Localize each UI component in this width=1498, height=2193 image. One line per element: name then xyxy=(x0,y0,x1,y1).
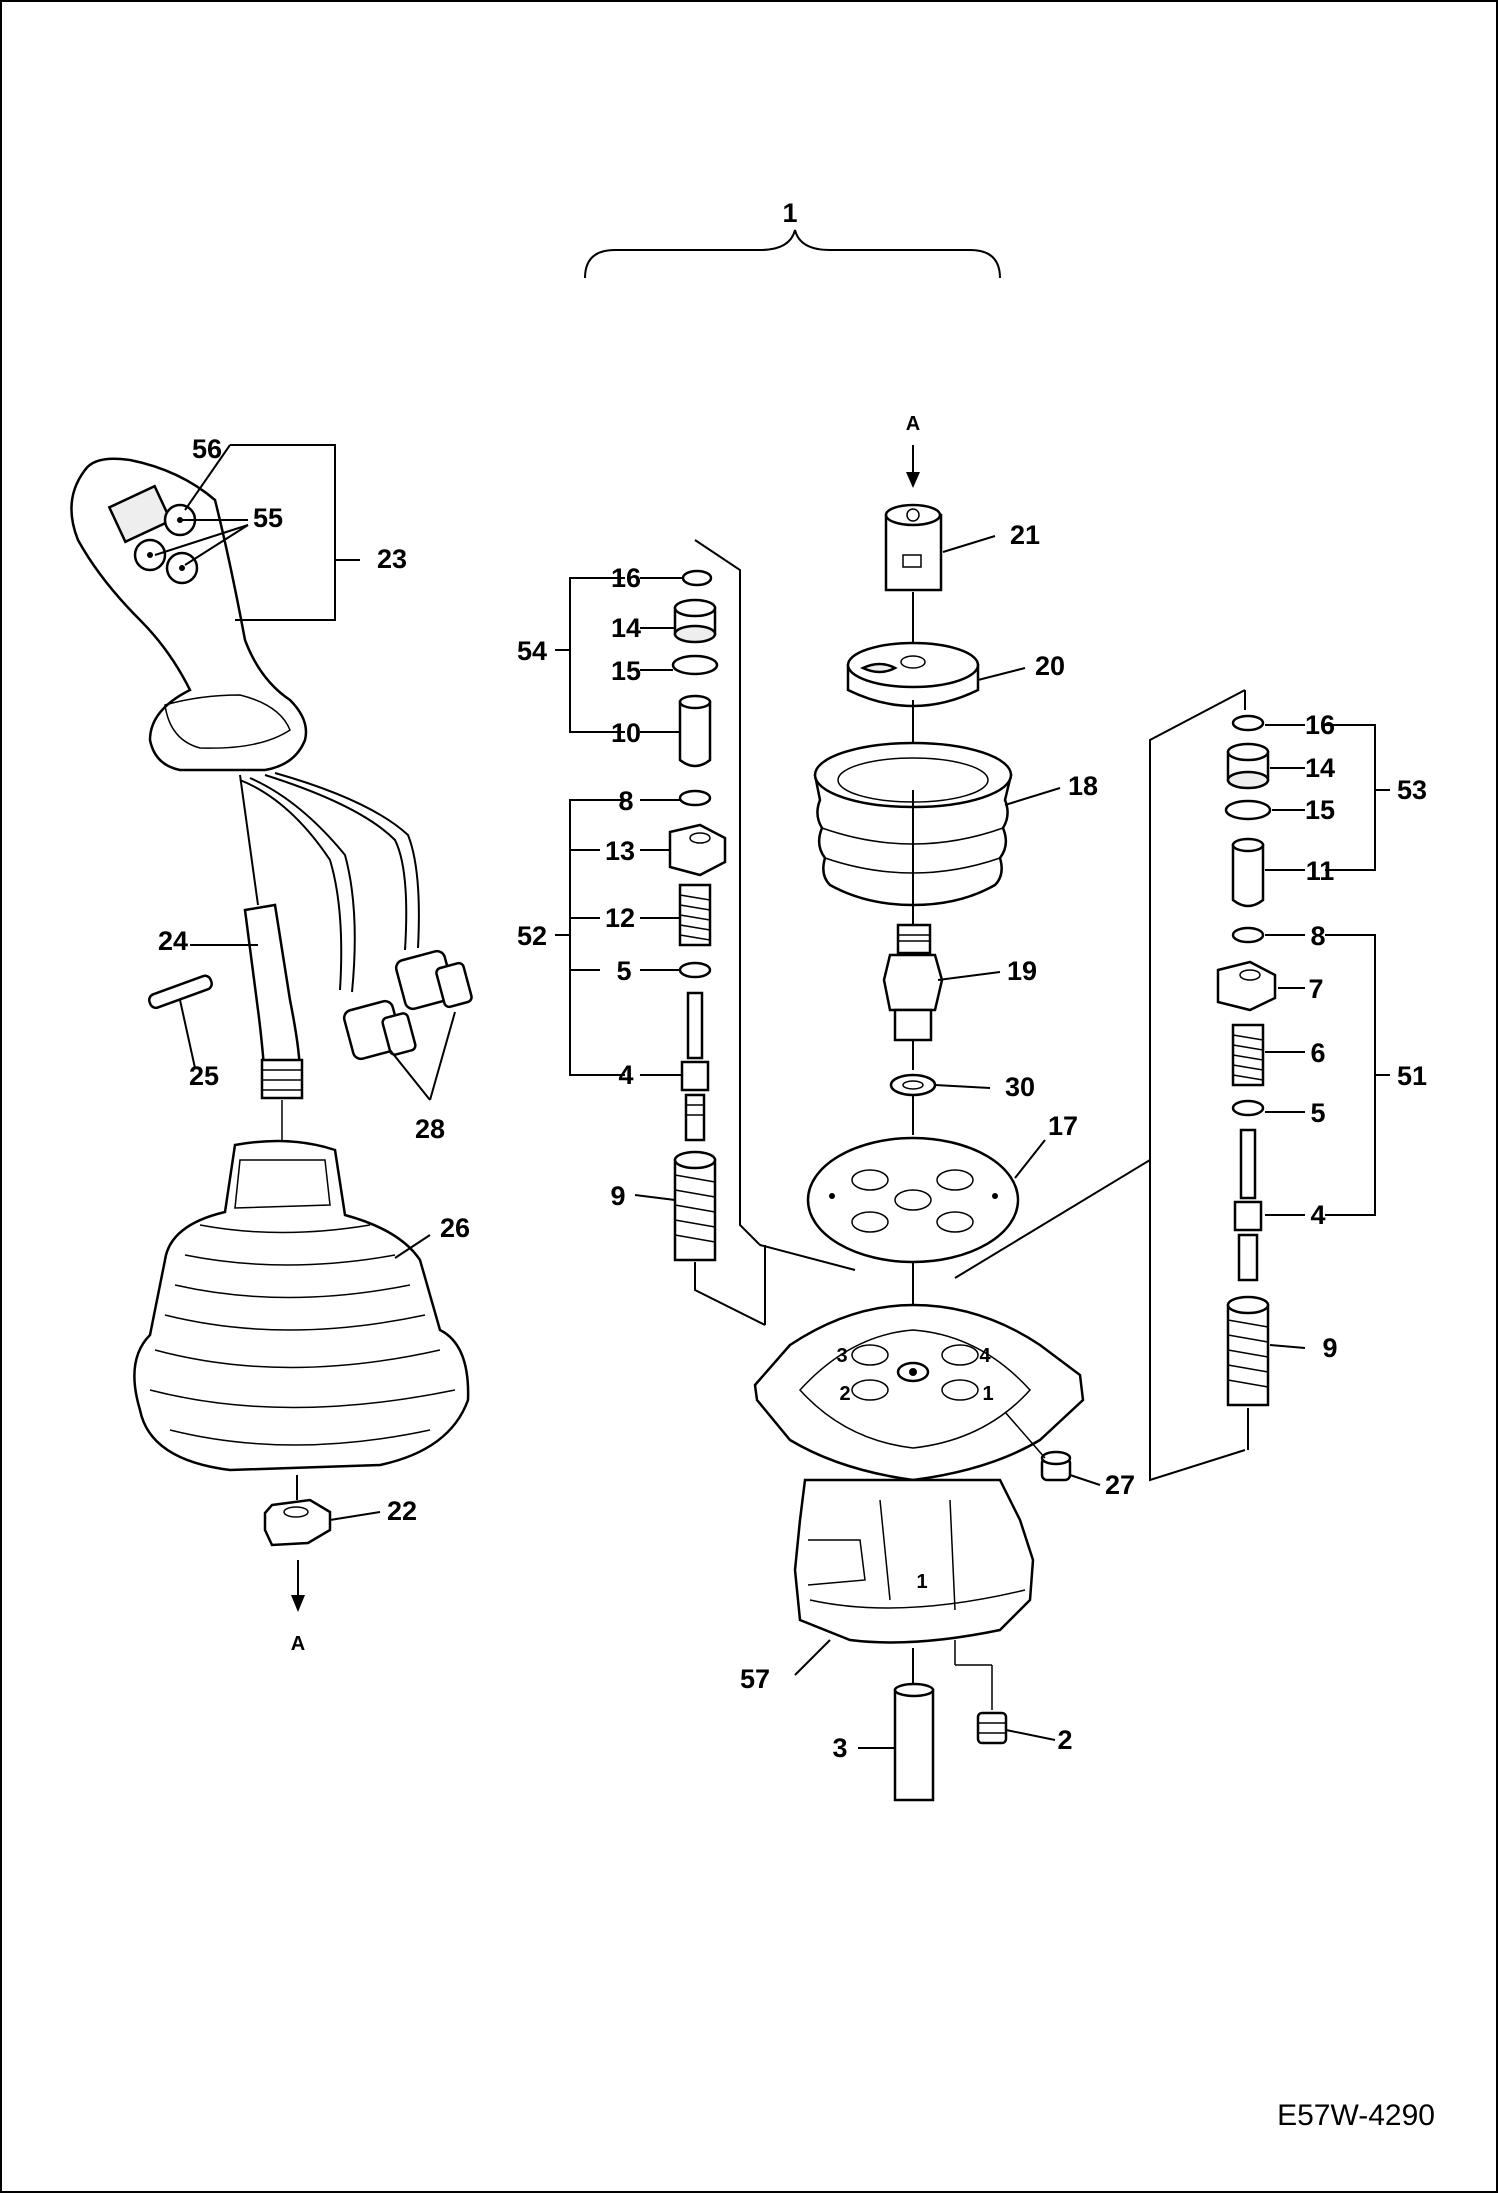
callout-18: 18 xyxy=(1068,771,1098,801)
plug-2 xyxy=(954,1640,1008,1745)
callout-15-left: 15 xyxy=(611,656,641,686)
plug-27 xyxy=(1004,1411,1072,1482)
callout-8-left: 8 xyxy=(618,786,633,816)
callout-21: 21 xyxy=(1010,520,1040,550)
adjust-nut-21 xyxy=(884,503,943,592)
rubber-boot xyxy=(133,1139,470,1472)
callout-16-right: 16 xyxy=(1305,710,1335,740)
reference-code: E57W-4290 xyxy=(1277,2099,1435,2132)
callout-26: 26 xyxy=(440,1213,470,1243)
port-2: 2 xyxy=(839,1383,850,1405)
callout-9-left: 9 xyxy=(610,1181,625,1211)
callout-4-left: 4 xyxy=(618,1060,633,1090)
connectors-28 xyxy=(342,949,473,1061)
callout-16-left: 16 xyxy=(611,563,641,593)
housing-mark: 1 xyxy=(916,1571,927,1593)
callout-14-right: 14 xyxy=(1305,753,1335,783)
callout-55: 55 xyxy=(253,503,283,533)
arrow-a-bottom: A xyxy=(291,1633,305,1655)
port-1: 1 xyxy=(982,1383,993,1405)
callout-24: 24 xyxy=(158,926,188,956)
callout-14-left: 14 xyxy=(611,613,641,643)
callout-17: 17 xyxy=(1048,1111,1078,1141)
arrow-a-top: A xyxy=(906,413,920,435)
assembly-brace xyxy=(584,229,1001,279)
callout-7: 7 xyxy=(1308,974,1323,1004)
callout-53: 53 xyxy=(1397,775,1427,805)
callout-9-right: 9 xyxy=(1322,1333,1337,1363)
callout-28: 28 xyxy=(415,1114,445,1144)
joystick-handle xyxy=(70,457,308,772)
callout-51: 51 xyxy=(1397,1061,1427,1091)
callout-25: 25 xyxy=(189,1061,219,1091)
assembly-label: 1 xyxy=(782,198,797,228)
callout-57: 57 xyxy=(740,1664,770,1694)
nut-22 xyxy=(263,1475,332,1612)
housing-57 xyxy=(793,1478,1035,1644)
port-3: 3 xyxy=(836,1345,847,1367)
pin-3 xyxy=(893,1682,935,1802)
arrow-a-top-shape xyxy=(906,445,920,488)
callout-20: 20 xyxy=(1035,651,1065,681)
callout-3: 3 xyxy=(832,1733,847,1763)
callout-19: 19 xyxy=(1007,956,1037,986)
callout-54: 54 xyxy=(517,636,547,666)
callout-13: 13 xyxy=(605,836,635,866)
disc-20 xyxy=(846,641,980,708)
joystick-cables xyxy=(239,772,420,993)
callout-4-right: 4 xyxy=(1310,1200,1325,1230)
callout-23: 23 xyxy=(377,544,407,574)
callout-56: 56 xyxy=(192,434,222,464)
callout-52: 52 xyxy=(517,921,547,951)
right-valve-stack xyxy=(954,689,1277,1482)
leader-lines xyxy=(154,444,1390,1749)
callout-5-left: 5 xyxy=(616,956,631,986)
plate-17 xyxy=(806,1136,1020,1264)
left-valve-stack xyxy=(668,539,856,1326)
callout-2: 2 xyxy=(1057,1725,1072,1755)
callouts: 56 55 23 24 25 28 26 22 16 14 54 15 10 8… xyxy=(158,434,1427,1763)
callout-8-right: 8 xyxy=(1310,921,1325,951)
port-4: 4 xyxy=(979,1345,991,1367)
joint-19 xyxy=(882,923,944,1070)
callout-12: 12 xyxy=(605,903,635,933)
callout-15-right: 15 xyxy=(1305,795,1335,825)
callout-10: 10 xyxy=(611,718,641,748)
callout-30: 30 xyxy=(1005,1072,1035,1102)
callout-22: 22 xyxy=(387,1496,417,1526)
washer-30 xyxy=(889,1073,937,1097)
callout-27: 27 xyxy=(1105,1470,1135,1500)
callout-11: 11 xyxy=(1306,856,1335,886)
callout-6: 6 xyxy=(1310,1038,1325,1068)
base-flange xyxy=(753,1303,1085,1482)
lever-shaft xyxy=(147,774,304,1140)
callout-5-right: 5 xyxy=(1310,1098,1325,1128)
